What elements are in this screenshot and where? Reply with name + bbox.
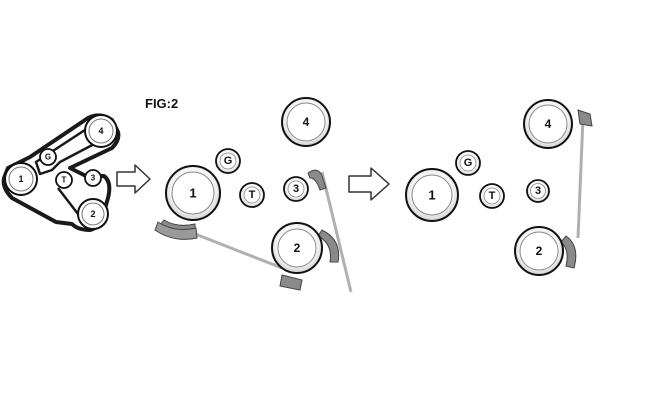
overview-pulley-1: 1 bbox=[4, 162, 38, 196]
remove-pulley-g: G bbox=[215, 148, 241, 174]
overview-pulley-t-label: T bbox=[62, 176, 67, 185]
step-remove-diagram: 1 4 2 G T 3 bbox=[154, 97, 353, 293]
overview-pulley-4-label: 4 bbox=[98, 126, 103, 136]
install-pulley-t-label: T bbox=[489, 190, 496, 202]
overview-belt-span bbox=[57, 187, 79, 215]
overview-pulley-4: 4 bbox=[84, 114, 118, 148]
overview-pulley-1-label: 1 bbox=[18, 174, 23, 184]
remove-pulley-2-label: 2 bbox=[294, 241, 301, 255]
overview-pulley-2: 2 bbox=[77, 198, 109, 230]
install-belt-wrap-2 bbox=[560, 235, 577, 269]
remove-belt-wrap-3 bbox=[307, 169, 327, 191]
overview-pulley-3: 3 bbox=[84, 169, 102, 187]
overview-pulley-g: G bbox=[39, 148, 57, 166]
install-pulley-3-label: 3 bbox=[535, 185, 541, 197]
remove-pulley-t: T bbox=[239, 182, 265, 208]
remove-pulley-3-label: 3 bbox=[293, 183, 299, 195]
install-pulley-2-label: 2 bbox=[536, 244, 543, 258]
arrow-right-icon bbox=[116, 164, 151, 194]
install-pulley-2: 2 bbox=[514, 226, 564, 276]
overview-pulley-3-label: 3 bbox=[91, 174, 96, 183]
remove-pulley-2: 2 bbox=[271, 222, 323, 274]
remove-pulley-1: 1 bbox=[165, 165, 221, 221]
install-pulley-4: 4 bbox=[523, 99, 573, 149]
step-install-diagram: 1 4 2 G T 3 bbox=[405, 99, 593, 276]
overview-pulley-t: T bbox=[55, 171, 73, 189]
install-belt-segment bbox=[576, 117, 585, 239]
remove-belt-wrap-2-right bbox=[317, 229, 340, 263]
install-pulley-t: T bbox=[479, 183, 505, 209]
install-pulley-g: G bbox=[455, 150, 481, 176]
remove-pulley-3: 3 bbox=[283, 176, 309, 202]
remove-pulley-t-label: T bbox=[249, 189, 256, 201]
install-belt-wrap-4 bbox=[577, 109, 593, 127]
remove-belt-wrap-2-bottom bbox=[279, 274, 303, 291]
remove-pulley-g-label: G bbox=[224, 155, 233, 167]
install-pulley-3: 3 bbox=[526, 179, 550, 203]
install-pulley-4-label: 4 bbox=[545, 117, 552, 131]
install-pulley-1-label: 1 bbox=[428, 188, 435, 203]
figure-title: FIG:2 bbox=[145, 96, 178, 111]
overview-pulley-2-label: 2 bbox=[90, 209, 95, 219]
arrow-right-icon bbox=[348, 167, 390, 201]
remove-pulley-4: 4 bbox=[281, 97, 331, 147]
remove-belt-wrap-1b bbox=[154, 221, 198, 240]
overview-pulley-g-label: G bbox=[45, 153, 51, 162]
install-pulley-1: 1 bbox=[405, 168, 459, 222]
remove-belt-segment-right bbox=[320, 171, 353, 293]
remove-pulley-4-label: 4 bbox=[303, 115, 310, 129]
overview-diagram: 1 4 2 G T 3 bbox=[1, 113, 121, 232]
remove-pulley-1-label: 1 bbox=[189, 186, 196, 201]
remove-belt-segment-lower bbox=[184, 228, 283, 270]
install-pulley-g-label: G bbox=[464, 157, 473, 169]
